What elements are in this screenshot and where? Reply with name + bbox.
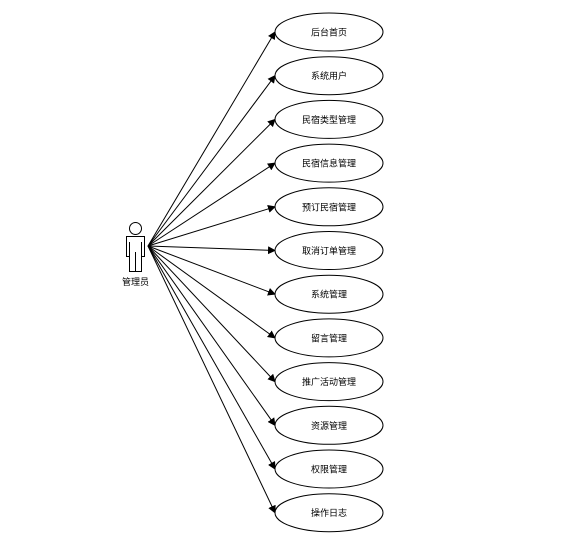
person-icon <box>126 222 145 272</box>
use-case-label: 后台首页 <box>311 27 347 39</box>
use-case: 系统用户 <box>274 56 384 96</box>
use-case-label: 系统用户 <box>311 70 347 82</box>
association-arrow <box>147 245 276 383</box>
association-arrow <box>147 245 276 470</box>
association-arrow <box>147 205 276 247</box>
use-case-label: 预订民宿管理 <box>302 201 356 213</box>
use-case-label: 推广活动管理 <box>302 376 356 388</box>
use-case: 后台首页 <box>274 12 384 52</box>
use-case-label: 民宿信息管理 <box>302 158 356 170</box>
actor-label: 管理员 <box>122 276 149 288</box>
use-case-ellipse <box>274 405 384 445</box>
use-case-ellipse <box>274 99 384 139</box>
use-case-ellipse <box>274 449 384 489</box>
use-case: 资源管理 <box>274 405 384 445</box>
use-case: 推广活动管理 <box>274 362 384 402</box>
association-arrow <box>147 118 276 247</box>
use-case-ellipse <box>274 318 384 358</box>
use-case-ellipse <box>274 143 384 183</box>
association-lines <box>147 31 276 514</box>
use-case-label: 权限管理 <box>311 464 347 476</box>
use-case-label: 取消订单管理 <box>302 245 356 257</box>
use-case-label: 民宿类型管理 <box>302 114 356 126</box>
use-case: 取消订单管理 <box>274 231 384 270</box>
association-arrow <box>147 74 276 247</box>
association-arrow <box>147 31 276 247</box>
use-case: 民宿信息管理 <box>274 143 384 183</box>
use-case-ellipse <box>274 231 384 270</box>
association-arrow <box>147 245 276 339</box>
use-case: 留言管理 <box>274 318 384 358</box>
use-case-ellipse <box>274 56 384 96</box>
use-case-label: 留言管理 <box>311 332 347 344</box>
use-case-label: 资源管理 <box>311 420 347 432</box>
use-cases: 后台首页系统用户民宿类型管理民宿信息管理预订民宿管理取消订单管理系统管理留言管理… <box>274 12 384 533</box>
association-arrow <box>147 162 276 247</box>
use-case-ellipse <box>274 274 384 314</box>
use-case: 民宿类型管理 <box>274 99 384 139</box>
use-case-ellipse <box>274 493 384 533</box>
actor: 管理员 <box>122 222 149 288</box>
association-arrow <box>147 245 276 296</box>
use-case-ellipse <box>274 362 384 402</box>
use-case-ellipse <box>274 12 384 52</box>
use-case-label: 系统管理 <box>311 289 347 301</box>
association-arrow <box>147 245 276 427</box>
use-case-ellipse <box>274 187 384 227</box>
use-case: 系统管理 <box>274 274 384 314</box>
use-case: 操作日志 <box>274 493 384 533</box>
use-case: 预订民宿管理 <box>274 187 384 227</box>
use-case-label: 操作日志 <box>311 507 347 519</box>
association-arrow <box>147 245 276 255</box>
association-arrow <box>147 245 276 514</box>
use-case: 权限管理 <box>274 449 384 489</box>
